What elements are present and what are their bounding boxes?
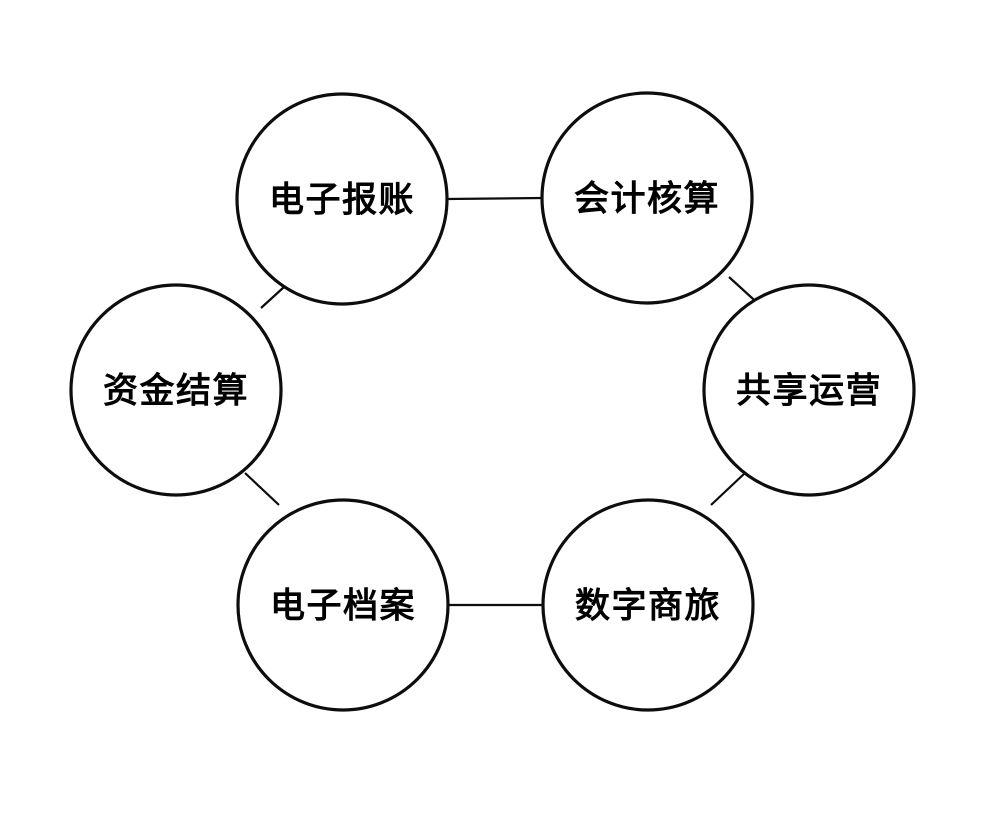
node-circle-bottom-right[interactable] [541, 498, 755, 712]
node-label-top-left: 电子报账 [269, 181, 415, 220]
connector-3-4 [710, 472, 746, 506]
node-label-bottom-left: 电子档案 [270, 587, 416, 626]
node-label-right: 共享运营 [736, 372, 882, 411]
node-circle-top-right[interactable] [540, 91, 754, 305]
node-left[interactable]: 资金结算 [69, 283, 283, 497]
node-circle-right[interactable] [702, 283, 916, 497]
connector-5-6 [244, 472, 280, 506]
node-circle-top-left[interactable] [235, 92, 449, 306]
node-bottom-right[interactable]: 数字商旅 [541, 498, 755, 712]
node-circle-bottom-left[interactable] [236, 498, 450, 712]
node-top-right[interactable]: 会计核算 [540, 91, 754, 305]
node-top-left[interactable]: 电子报账 [235, 92, 449, 306]
connector-layer [244, 196, 764, 607]
node-label-bottom-right: 数字商旅 [575, 587, 721, 626]
node-label-left: 资金结算 [103, 371, 249, 411]
node-bottom-left[interactable]: 电子档案 [236, 498, 450, 712]
connector-1-2 [446, 196, 543, 201]
node-label-top-right: 会计核算 [574, 180, 720, 219]
node-right[interactable]: 共享运营 [702, 283, 916, 497]
node-circle-left[interactable] [69, 283, 283, 497]
